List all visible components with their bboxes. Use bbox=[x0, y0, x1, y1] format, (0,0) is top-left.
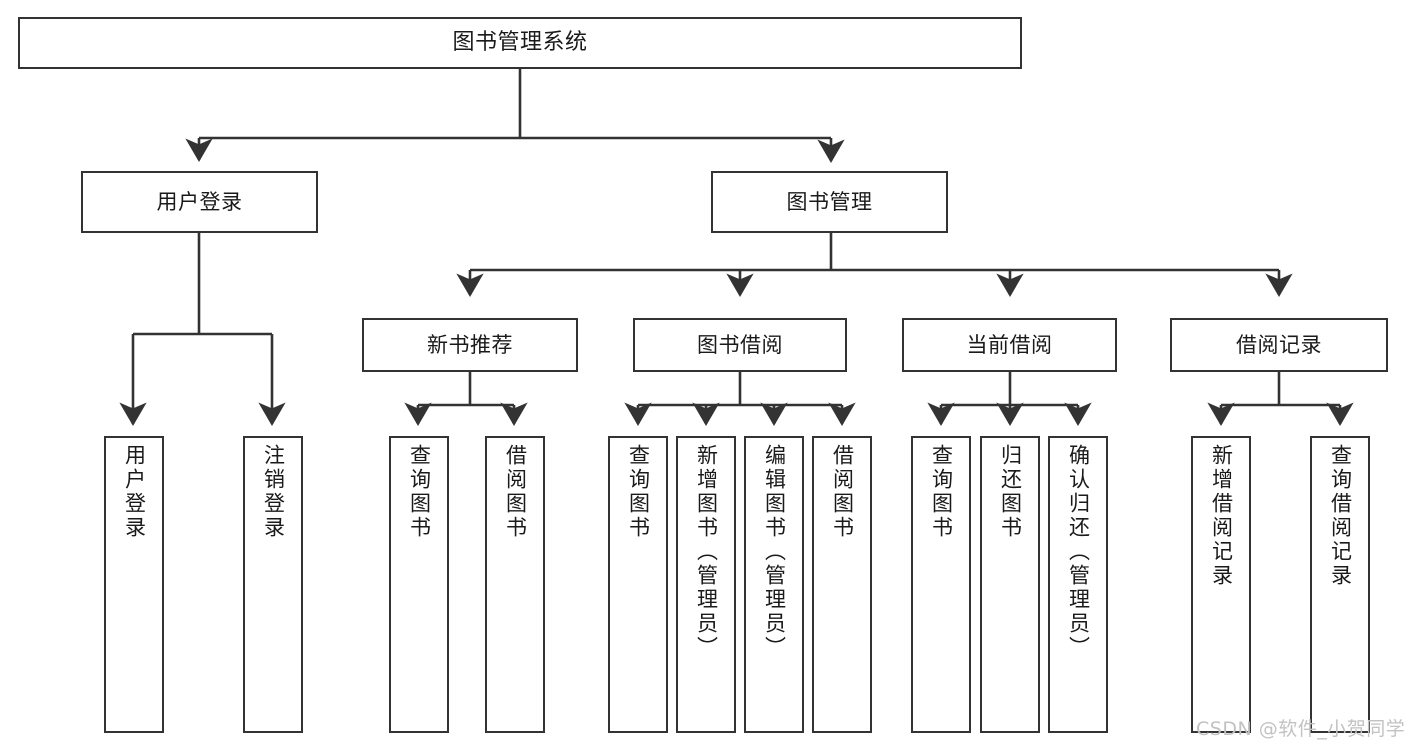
edges-current-borrow-to-leaves bbox=[927, 372, 1092, 426]
node-leaf-query-record-label: 查询借阅记录 bbox=[1328, 444, 1353, 588]
node-new-book-recommend[interactable]: 新书推荐 bbox=[362, 318, 578, 372]
node-leaf-user-login-label: 用户登录 bbox=[122, 444, 147, 540]
node-leaf-confirm-return[interactable]: 确认归还（管理员） bbox=[1048, 436, 1108, 733]
node-leaf-confirm-return-label: 确认归还（管理员） bbox=[1066, 444, 1091, 660]
node-book-manage-label: 图书管理 bbox=[786, 189, 873, 214]
node-leaf-add-book-label: 新增图书（管理员） bbox=[694, 444, 719, 660]
node-leaf-borrow-book-1[interactable]: 借阅图书 bbox=[485, 436, 545, 733]
edges-user-login-to-leaves bbox=[119, 233, 286, 426]
csdn-watermark: CSDN @软件_小贺同学 bbox=[1196, 718, 1405, 740]
node-leaf-query-book-3[interactable]: 查询图书 bbox=[911, 436, 971, 733]
edges-root-to-level2 bbox=[185, 69, 845, 163]
node-user-login-label: 用户登录 bbox=[156, 189, 243, 214]
node-book-borrow[interactable]: 图书借阅 bbox=[633, 318, 847, 372]
node-leaf-query-record[interactable]: 查询借阅记录 bbox=[1310, 436, 1370, 733]
node-borrow-record-label: 借阅记录 bbox=[1236, 332, 1322, 357]
node-leaf-borrow-book-2-label: 借阅图书 bbox=[830, 444, 855, 540]
node-leaf-query-book-1-label: 查询图书 bbox=[407, 444, 432, 540]
node-new-book-recommend-label: 新书推荐 bbox=[427, 332, 513, 357]
node-leaf-query-book-1[interactable]: 查询图书 bbox=[389, 436, 449, 733]
edges-borrow-record-to-leaves bbox=[1207, 372, 1354, 426]
node-leaf-add-record[interactable]: 新增借阅记录 bbox=[1191, 436, 1251, 733]
edges-new-book-recommend-to-leaves bbox=[404, 372, 528, 426]
node-book-borrow-label: 图书借阅 bbox=[697, 332, 783, 357]
node-root[interactable]: 图书管理系统 bbox=[18, 17, 1022, 69]
node-leaf-return-book[interactable]: 归还图书 bbox=[980, 436, 1040, 733]
node-leaf-borrow-book-1-label: 借阅图书 bbox=[503, 444, 528, 540]
node-leaf-user-login[interactable]: 用户登录 bbox=[104, 436, 164, 733]
node-user-login[interactable]: 用户登录 bbox=[81, 171, 318, 233]
node-leaf-user-logout-label: 注销登录 bbox=[261, 444, 286, 540]
node-borrow-record[interactable]: 借阅记录 bbox=[1170, 318, 1388, 372]
node-leaf-query-book-3-label: 查询图书 bbox=[929, 444, 954, 540]
node-leaf-query-book-2[interactable]: 查询图书 bbox=[608, 436, 668, 733]
node-current-borrow-label: 当前借阅 bbox=[966, 332, 1053, 357]
node-leaf-edit-book-label: 编辑图书（管理员） bbox=[762, 444, 787, 660]
node-leaf-return-book-label: 归还图书 bbox=[998, 444, 1023, 540]
edges-book-borrow-to-leaves bbox=[624, 372, 856, 426]
node-current-borrow[interactable]: 当前借阅 bbox=[902, 318, 1117, 372]
node-leaf-borrow-book-2[interactable]: 借阅图书 bbox=[812, 436, 872, 733]
node-leaf-add-book[interactable]: 新增图书（管理员） bbox=[676, 436, 736, 733]
node-root-label: 图书管理系统 bbox=[452, 30, 588, 56]
node-leaf-user-logout[interactable]: 注销登录 bbox=[243, 436, 303, 733]
node-book-manage[interactable]: 图书管理 bbox=[711, 171, 948, 233]
node-leaf-edit-book[interactable]: 编辑图书（管理员） bbox=[744, 436, 804, 733]
node-leaf-add-record-label: 新增借阅记录 bbox=[1209, 444, 1234, 588]
edges-book-manage-to-level3 bbox=[456, 233, 1293, 297]
node-leaf-query-book-2-label: 查询图书 bbox=[626, 444, 651, 540]
